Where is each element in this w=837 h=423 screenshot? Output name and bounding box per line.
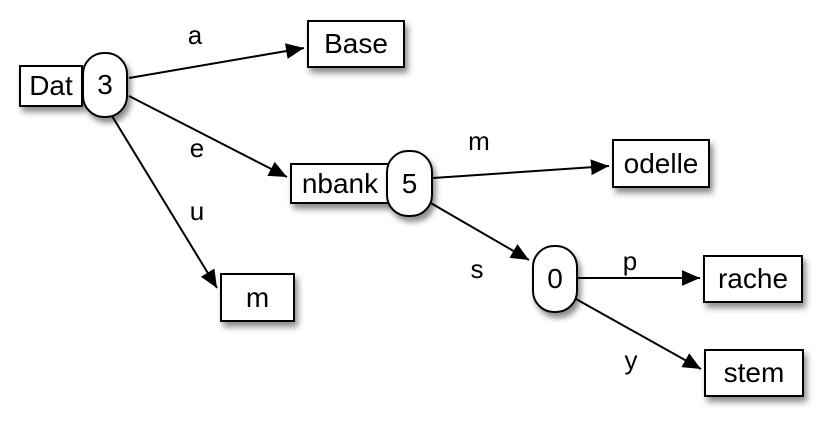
node-m: m: [220, 273, 295, 322]
node-dat: Dat: [19, 65, 83, 107]
edge-label-s: s: [470, 254, 484, 284]
node-base: Base: [307, 20, 405, 68]
node-rache: rache: [703, 255, 803, 303]
node-odelle: odelle: [612, 139, 710, 188]
edge-n0-to-stem: [575, 298, 702, 370]
edge-n3-to-base: [128, 43, 305, 79]
edge-label-e: e: [189, 133, 205, 163]
edge-label-m: m: [468, 126, 490, 156]
node-n0: 0: [532, 245, 578, 313]
edge-n3-to-nbank: [128, 95, 288, 178]
edge-label-u: u: [189, 196, 205, 226]
edge-label-p: p: [622, 246, 638, 276]
edge-label-a: a: [187, 20, 203, 50]
edge-label-y: y: [624, 345, 638, 375]
edge-n5-to-odelle: [432, 159, 610, 179]
node-nbank: nbank: [290, 163, 390, 204]
node-n5: 5: [386, 150, 433, 217]
node-stem: stem: [704, 349, 804, 397]
edge-n5-to-n0: [428, 201, 530, 261]
edge-n3-to-m: [111, 115, 218, 289]
node-n3: 3: [82, 52, 128, 118]
